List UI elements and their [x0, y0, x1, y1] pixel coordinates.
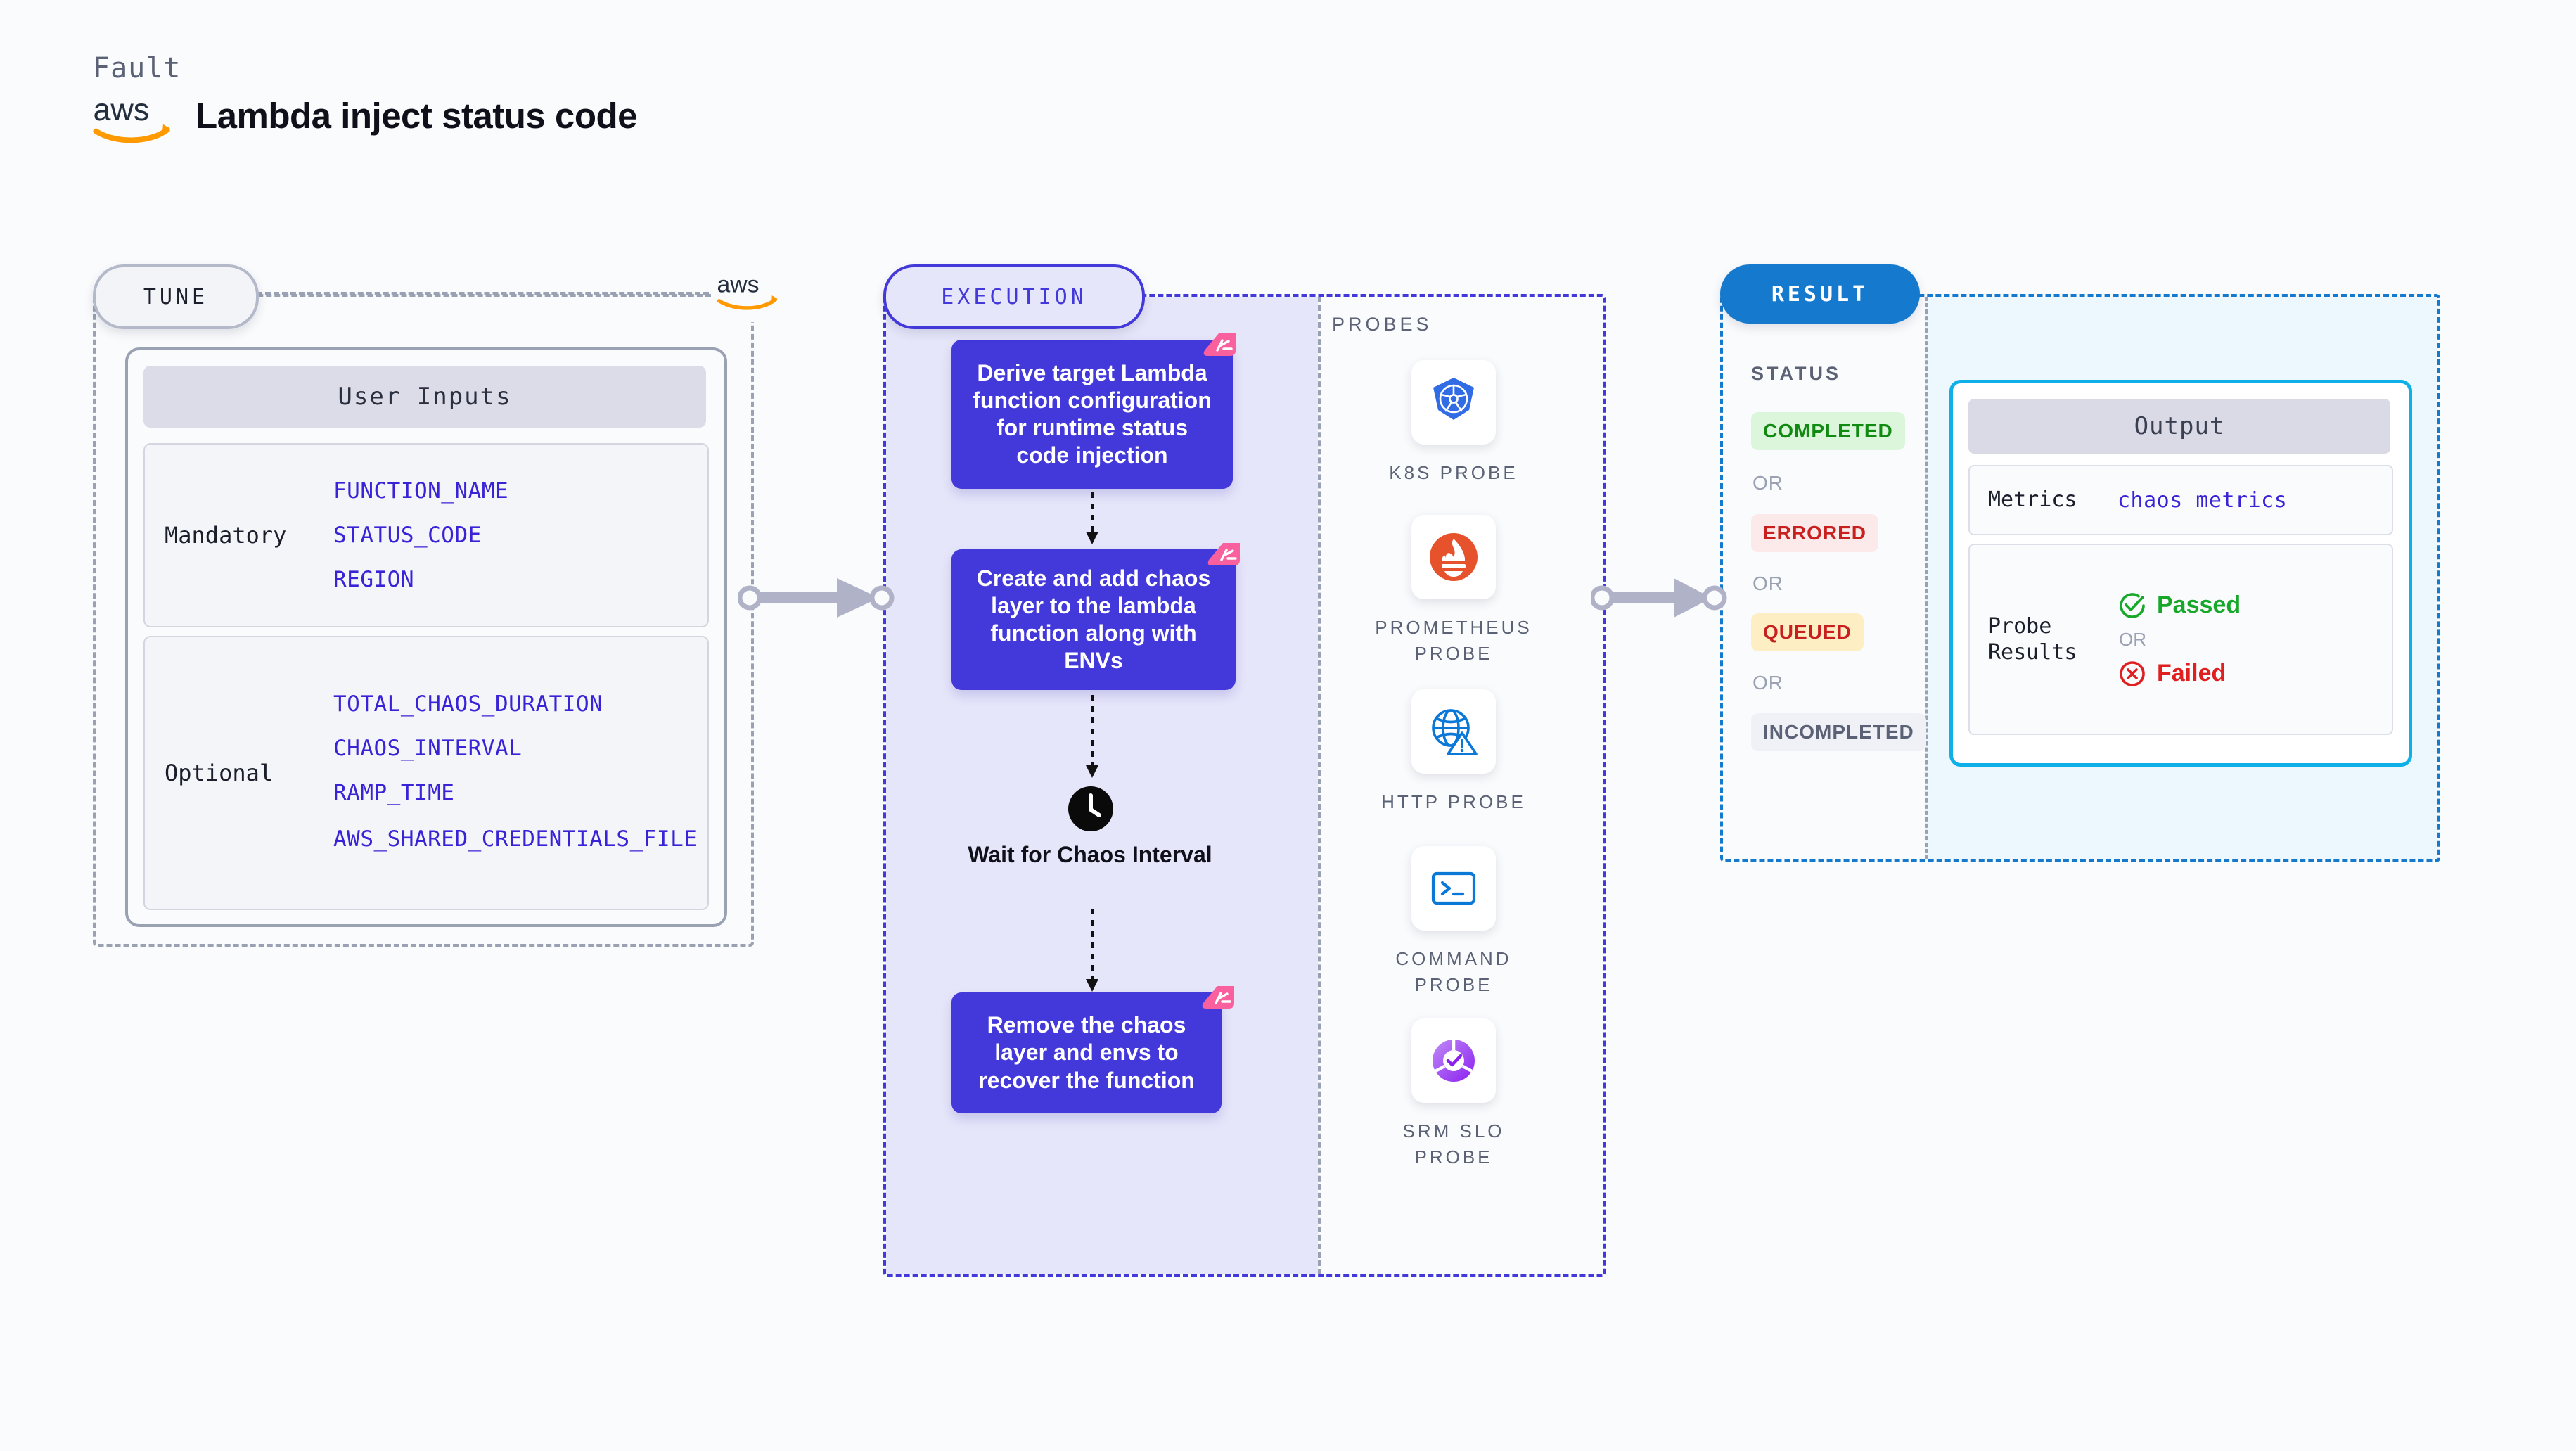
optional-param-list: TOTAL_CHAOS_DURATION CHAOS_INTERVAL RAMP… — [333, 682, 698, 864]
status-badge-completed: COMPLETED — [1751, 412, 1905, 450]
probe-label: PROMETHEUS PROBE — [1375, 617, 1532, 664]
metrics-key-label: Metrics — [1988, 487, 2077, 513]
param-total-chaos-duration: TOTAL_CHAOS_DURATION — [333, 691, 603, 717]
status-or-3: OR — [1752, 672, 1783, 693]
probe-result-passed: Passed — [2117, 591, 2241, 620]
output-title: Output — [1968, 399, 2390, 454]
param-function-name: FUNCTION_NAME — [333, 478, 509, 504]
failed-label: Failed — [2157, 660, 2226, 686]
probe-label: K8S PROBE — [1389, 462, 1518, 483]
probe-tile — [1411, 689, 1496, 774]
probe-tile — [1411, 515, 1496, 599]
probe-results-values: Passed OR Failed — [2117, 591, 2241, 689]
execution-step-2: Create and add chaos layer to the lambda… — [951, 549, 1236, 690]
status-badge-errored: ERRORED — [1751, 514, 1879, 552]
x-circle-icon — [2120, 660, 2145, 686]
user-inputs-card: User Inputs Mandatory FUNCTION_NAME STAT… — [125, 347, 727, 927]
output-row-metrics: Metrics chaos metrics — [1968, 465, 2393, 535]
probe-label: SRM SLO PROBE — [1402, 1120, 1505, 1168]
probe-label: HTTP PROBE — [1381, 791, 1526, 812]
param-ramp-time: RAMP_TIME — [333, 780, 455, 806]
page-title: Lambda inject status code — [196, 96, 638, 136]
probe-label: COMMAND PROBE — [1395, 948, 1512, 995]
param-chaos-interval: CHAOS_INTERVAL — [333, 736, 523, 762]
fault-kicker: Fault — [93, 52, 181, 84]
litmus-chaos-badge-icon — [1202, 986, 1234, 1009]
param-status-code: STATUS_CODE — [333, 522, 482, 548]
status-badge-queued: QUEUED — [1751, 613, 1864, 651]
probe-results-or: OR — [2119, 628, 2146, 650]
connector-tune-to-execution — [738, 578, 895, 618]
litmus-chaos-badge-icon — [1203, 333, 1236, 356]
probe-tile — [1411, 846, 1496, 931]
execution-pill-label: EXECUTION — [883, 264, 1145, 329]
status-badge-incompleted: INCOMPLETED — [1751, 713, 1926, 751]
probe-item-command[interactable]: COMMAND PROBE — [1373, 846, 1534, 998]
check-circle-icon — [2120, 592, 2145, 618]
result-pill-label: RESULT — [1720, 264, 1920, 324]
svg-text:aws: aws — [717, 271, 760, 298]
terminal-icon — [1431, 871, 1476, 905]
probe-item-prometheus[interactable]: PROMETHEUS PROBE — [1373, 515, 1534, 667]
status-title: STATUS — [1751, 363, 1841, 384]
output-card: Output Metrics chaos metrics Probe Resul… — [1949, 380, 2412, 767]
probe-results-key-label: Probe Results — [1988, 613, 2077, 665]
probe-result-failed: Failed — [2117, 659, 2241, 689]
kubernetes-icon — [1433, 378, 1474, 420]
slo-donut-check-icon — [1433, 1040, 1475, 1082]
mandatory-params-group: Mandatory FUNCTION_NAME STATUS_CODE REGI… — [143, 443, 709, 627]
mandatory-group-label: Mandatory — [165, 522, 287, 549]
status-or-2: OR — [1752, 573, 1783, 594]
metrics-value: chaos metrics — [2117, 487, 2288, 513]
tune-aws-logo-badge: aws — [712, 260, 784, 322]
probe-item-srm-slo[interactable]: SRM SLO PROBE — [1373, 1018, 1534, 1170]
execution-arrow-1 — [1086, 492, 1098, 544]
probe-item-k8s[interactable]: K8S PROBE — [1373, 360, 1534, 486]
probes-title: PROBES — [1332, 314, 1433, 335]
result-status-output-divider — [1925, 297, 1928, 859]
passed-label: Passed — [2157, 592, 2241, 618]
param-aws-shared-credentials-file: AWS_SHARED_CREDENTIALS_FILE — [333, 826, 698, 852]
aws-logo: aws — [91, 90, 174, 145]
probe-tile — [1411, 1018, 1496, 1103]
prometheus-icon — [1430, 533, 1478, 581]
param-region: REGION — [333, 566, 414, 592]
optional-params-group: Optional TOTAL_CHAOS_DURATION CHAOS_INTE… — [143, 636, 709, 910]
execution-step-1: Derive target Lambda function configurat… — [951, 340, 1233, 489]
execution-arrow-2 — [1086, 695, 1098, 778]
globe-warning-icon — [1432, 709, 1478, 755]
mandatory-param-list: FUNCTION_NAME STATUS_CODE REGION — [333, 469, 508, 602]
connector-execution-to-result — [1591, 578, 1727, 618]
tune-connector-dash — [257, 292, 717, 295]
probe-item-http[interactable]: HTTP PROBE — [1373, 689, 1534, 815]
execution-step-3: Remove the chaos layer and envs to recov… — [951, 992, 1222, 1113]
output-row-probe-results: Probe Results Passed OR Failed — [1968, 544, 2393, 735]
probe-tile — [1411, 360, 1496, 445]
status-or-1: OR — [1752, 472, 1783, 494]
execution-probes-divider — [1318, 297, 1321, 1274]
clock-icon — [1068, 786, 1113, 831]
litmus-chaos-badge-icon — [1207, 543, 1240, 565]
optional-group-label: Optional — [165, 760, 274, 786]
wait-for-chaos-interval-label: Wait for Chaos Interval — [968, 842, 1212, 867]
user-inputs-title: User Inputs — [143, 366, 706, 428]
tune-pill-label: TUNE — [93, 264, 259, 329]
svg-text:aws: aws — [93, 91, 149, 127]
execution-arrow-3 — [1086, 909, 1098, 992]
